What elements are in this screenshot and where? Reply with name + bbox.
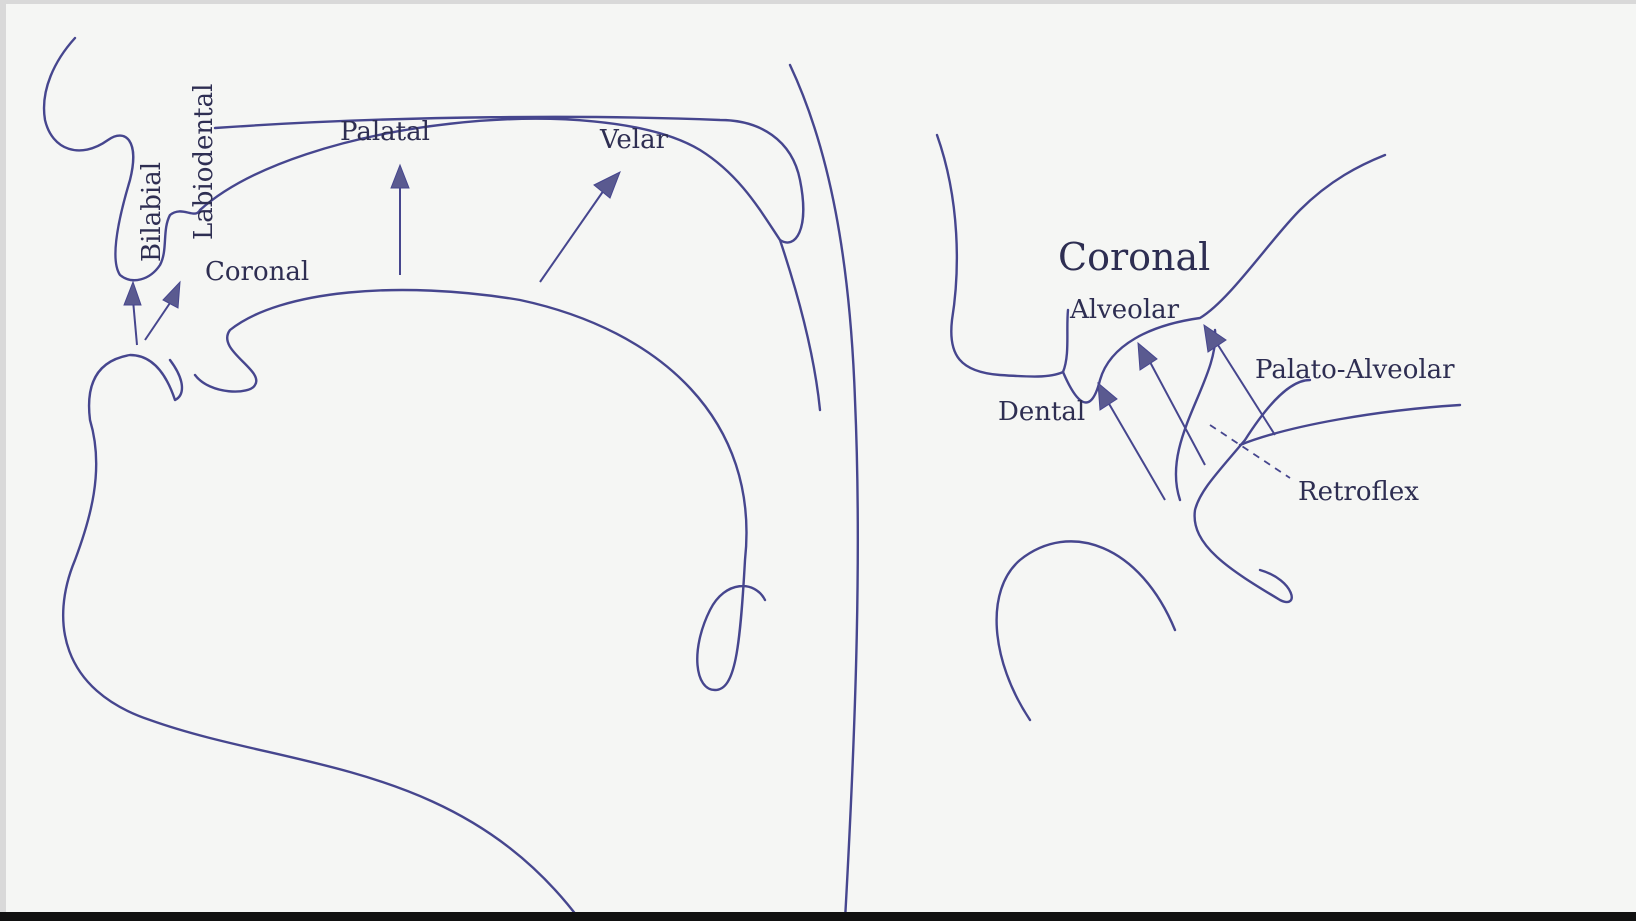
retroflex-tongue-outline bbox=[1176, 330, 1215, 500]
tongue-outline bbox=[195, 290, 765, 690]
velar-arrow bbox=[540, 172, 620, 282]
lower-tongue-curve bbox=[1240, 405, 1460, 445]
label-dental: Dental bbox=[998, 397, 1085, 427]
bilabial-arrow bbox=[124, 282, 141, 345]
labiodental-arrow bbox=[145, 282, 180, 340]
upper-teeth-palate-outline bbox=[937, 135, 1068, 377]
velum-tail bbox=[780, 240, 820, 410]
label-coronal-small: Coronal bbox=[205, 257, 309, 287]
label-palato-alveolar: Palato-Alveolar bbox=[1255, 355, 1455, 385]
vocal-tract-drawing: Bilabial Labiodental Coronal Palatal Vel… bbox=[44, 38, 858, 920]
coronal-detail-drawing: Coronal Alveolar Dental Palato-Alveolar … bbox=[937, 135, 1460, 720]
bottom-edge-shadow bbox=[0, 912, 1636, 921]
label-labiodental: Labiodental bbox=[189, 84, 219, 240]
lower-jaw-outline bbox=[63, 355, 580, 920]
dental-arrow bbox=[1098, 383, 1165, 500]
label-coronal-large: Coronal bbox=[1058, 235, 1210, 279]
pharynx-wall bbox=[790, 65, 858, 920]
palatal-arrow bbox=[391, 165, 409, 275]
label-bilabial: Bilabial bbox=[137, 162, 167, 262]
label-palatal: Palatal bbox=[340, 117, 430, 147]
lower-tongue-body bbox=[997, 541, 1175, 720]
tongue-blade-outline bbox=[1195, 380, 1310, 602]
label-retroflex: Retroflex bbox=[1298, 477, 1419, 507]
label-alveolar: Alveolar bbox=[1069, 295, 1180, 325]
label-velar: Velar bbox=[599, 125, 669, 155]
